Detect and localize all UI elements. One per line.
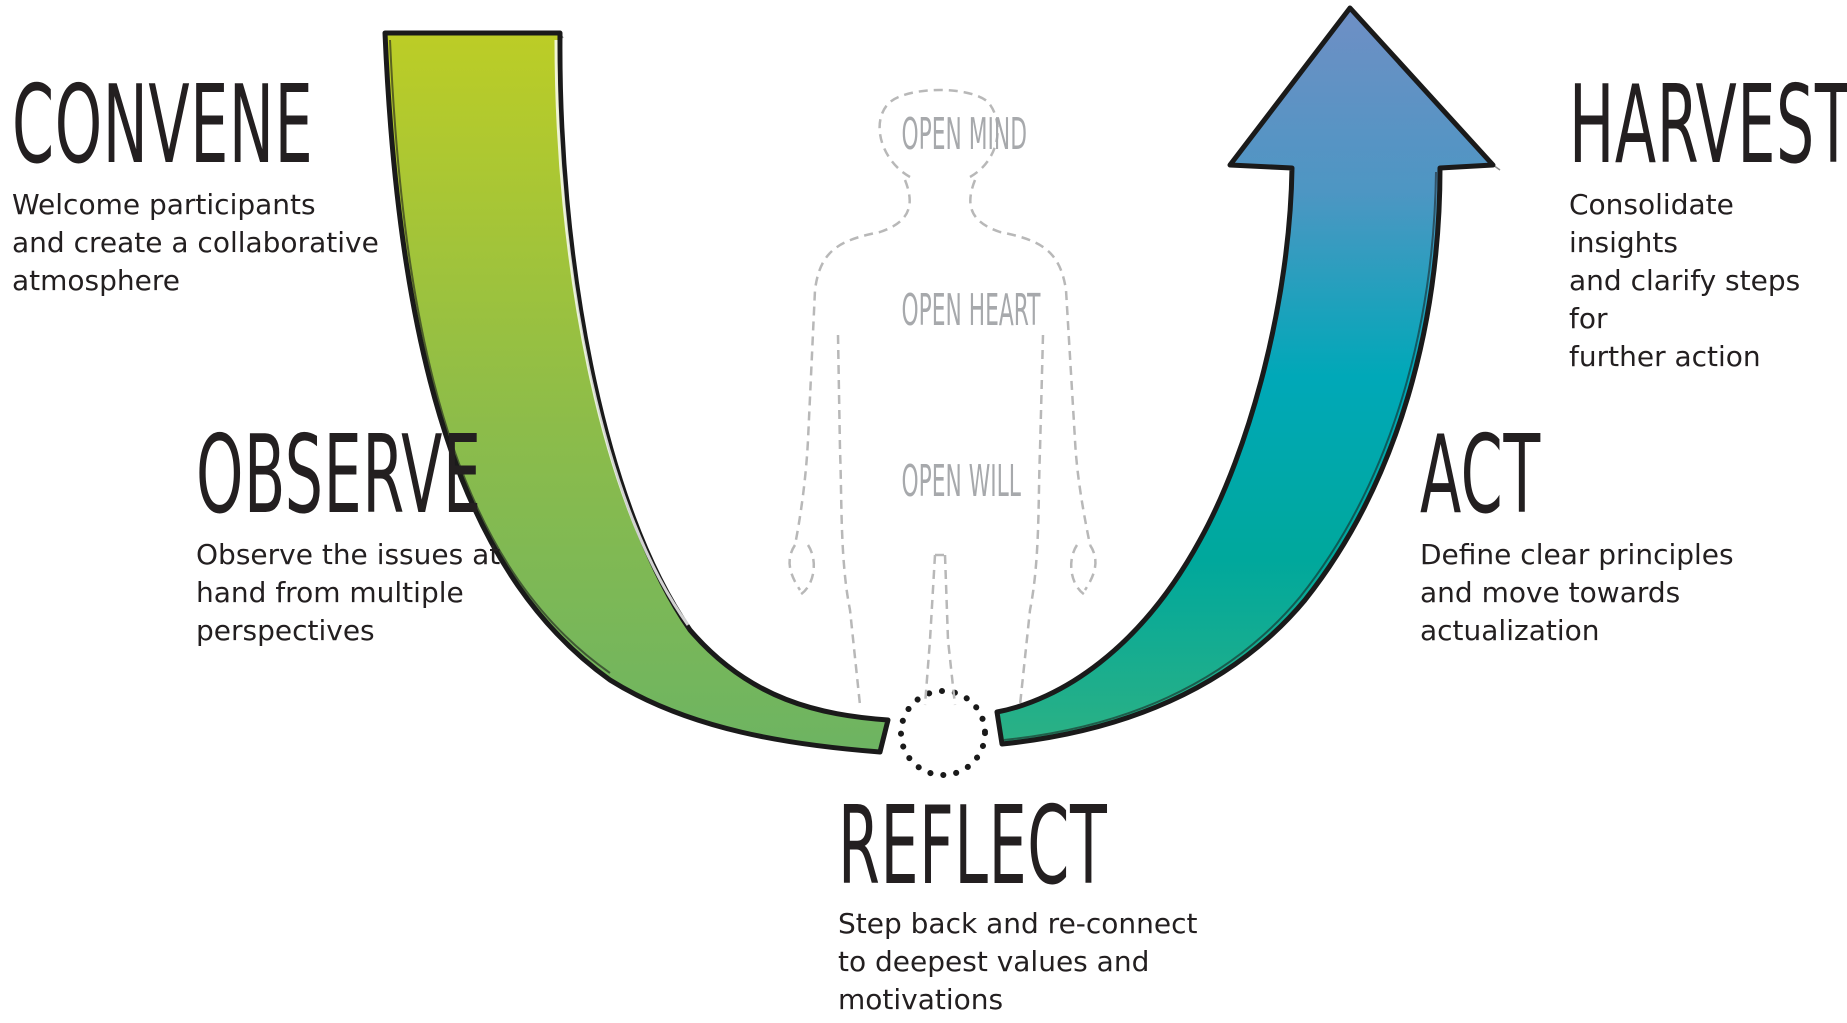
stage-description-reflect: Step back and re-connect to deepest valu… bbox=[838, 907, 1198, 1016]
stage-convene: CONVENE Welcome participants and create … bbox=[12, 72, 392, 300]
reflect-dotted-circle bbox=[898, 688, 988, 778]
stage-title-harvest: HARVEST bbox=[1569, 63, 1847, 188]
stage-description-convene: Welcome participants and create a collab… bbox=[12, 188, 379, 297]
figure-label-will: OPEN WILL bbox=[901, 456, 1021, 507]
stage-title-convene: CONVENE bbox=[12, 63, 314, 188]
figure-label-heart: OPEN HEART bbox=[901, 285, 1041, 336]
stage-reflect: REFLECT Step back and re-connect to deep… bbox=[838, 793, 1208, 1019]
ascent-arrow bbox=[994, 5, 1496, 747]
stage-title-act: ACT bbox=[1420, 413, 1541, 538]
stage-title-observe: OBSERVE bbox=[196, 413, 482, 538]
stage-description-act: Define clear principles and move towards… bbox=[1420, 538, 1734, 647]
descent-arrow bbox=[382, 30, 891, 755]
stage-description-harvest: Consolidate insights and clarify steps f… bbox=[1569, 188, 1801, 373]
stage-title-reflect: REFLECT bbox=[838, 784, 1108, 909]
stage-act: ACT Define clear principles and move tow… bbox=[1420, 422, 1750, 650]
stage-harvest: HARVEST Consolidate insights and clarify… bbox=[1569, 72, 1847, 376]
figure-label-mind: OPEN MIND bbox=[901, 109, 1027, 160]
human-figure-outline bbox=[788, 88, 1097, 706]
stage-description-observe: Observe the issues at hand from multiple… bbox=[196, 538, 501, 647]
stage-observe: OBSERVE Observe the issues at hand from … bbox=[196, 422, 516, 650]
